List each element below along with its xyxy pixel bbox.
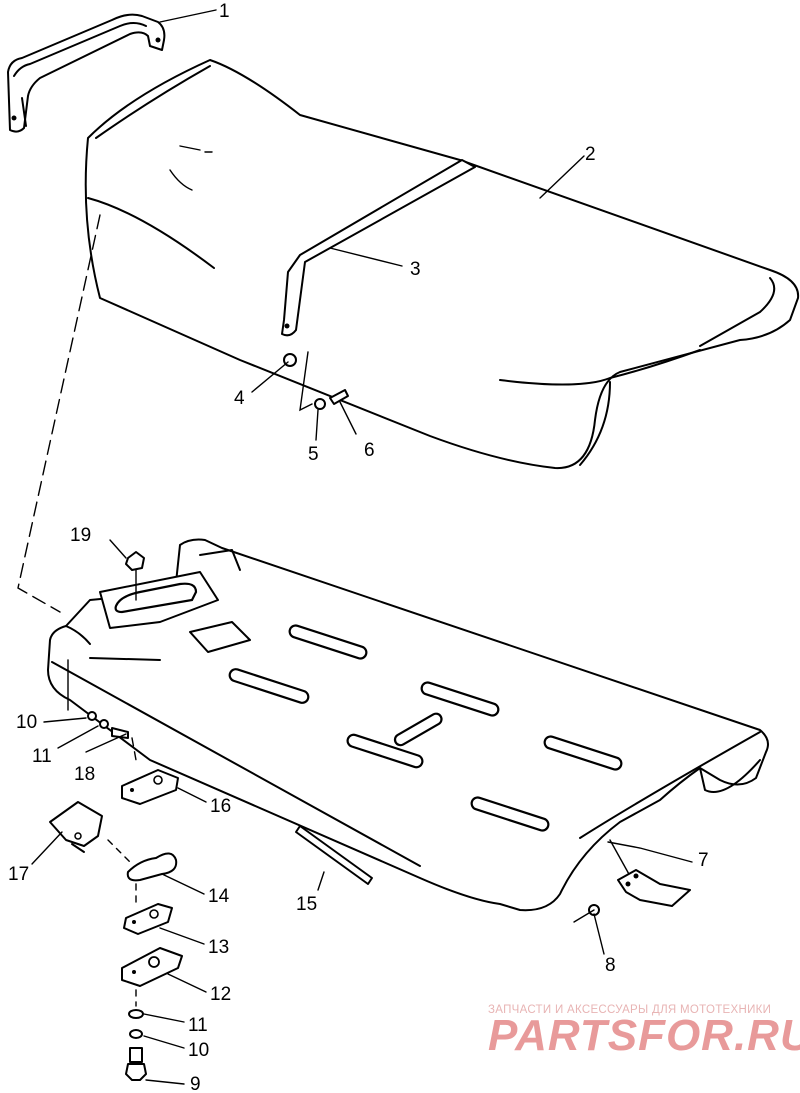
- callout-16: 16: [210, 796, 231, 817]
- callout-14: 14: [208, 886, 230, 907]
- callout-13: 13: [208, 937, 229, 958]
- callout-4: 4: [234, 388, 245, 409]
- bracket-part-7: [609, 839, 691, 907]
- callout-10-lower: 10: [188, 1040, 209, 1061]
- callout-15: 15: [296, 894, 317, 915]
- alignment-line: [17, 214, 101, 613]
- callout-17: 17: [8, 864, 29, 885]
- callout-9: 9: [190, 1074, 201, 1093]
- nut-part-19: [125, 551, 145, 601]
- callout-5: 5: [308, 444, 319, 465]
- callout-3: 3: [410, 259, 421, 280]
- latch-part-14: [126, 852, 178, 907]
- washer-part-5: [314, 398, 326, 410]
- watermark-logo: PARTSFOR.RU: [488, 1011, 800, 1060]
- watermark-tagline: ЗАПЧАСТИ И АКСЕССУАРЫ ДЛЯ МОТОТЕХНИКИ: [488, 1004, 771, 1016]
- plate-part-12: [121, 947, 183, 1007]
- bolt-part-6: [329, 389, 349, 405]
- callout-11-lower: 11: [188, 1015, 208, 1036]
- callout-8: 8: [605, 955, 616, 976]
- callout-6: 6: [364, 440, 375, 461]
- callout-labels: 1 2 3 4 5 6 7 8 9 10 11 12 13 14 15 16 1…: [8, 1, 709, 1093]
- callout-11-upper: 11: [32, 746, 52, 767]
- callout-10-upper: 10: [16, 712, 37, 733]
- callout-1: 1: [219, 1, 230, 22]
- seat-strap: [281, 159, 476, 337]
- callout-12: 12: [210, 984, 231, 1005]
- callout-7: 7: [698, 850, 709, 871]
- watermark: ЗАПЧАСТИ И АКСЕССУАРЫ ДЛЯ МОТОТЕХНИКИ PA…: [488, 1004, 800, 1060]
- seat-cushion: [84, 59, 800, 470]
- plate-part-13: [123, 903, 173, 935]
- strip-part-15: [295, 825, 373, 885]
- callout-19: 19: [70, 525, 91, 546]
- grab-handle: [7, 13, 166, 133]
- seat-base: [47, 538, 769, 912]
- plate-part-16: [121, 769, 179, 805]
- leader-lines: [31, 9, 693, 1085]
- callout-18: 18: [74, 764, 95, 785]
- hinge-part-17: [49, 801, 131, 863]
- fasteners-lower: [125, 1009, 147, 1081]
- callout-2: 2: [585, 144, 596, 165]
- fasteners-upper: [283, 351, 349, 412]
